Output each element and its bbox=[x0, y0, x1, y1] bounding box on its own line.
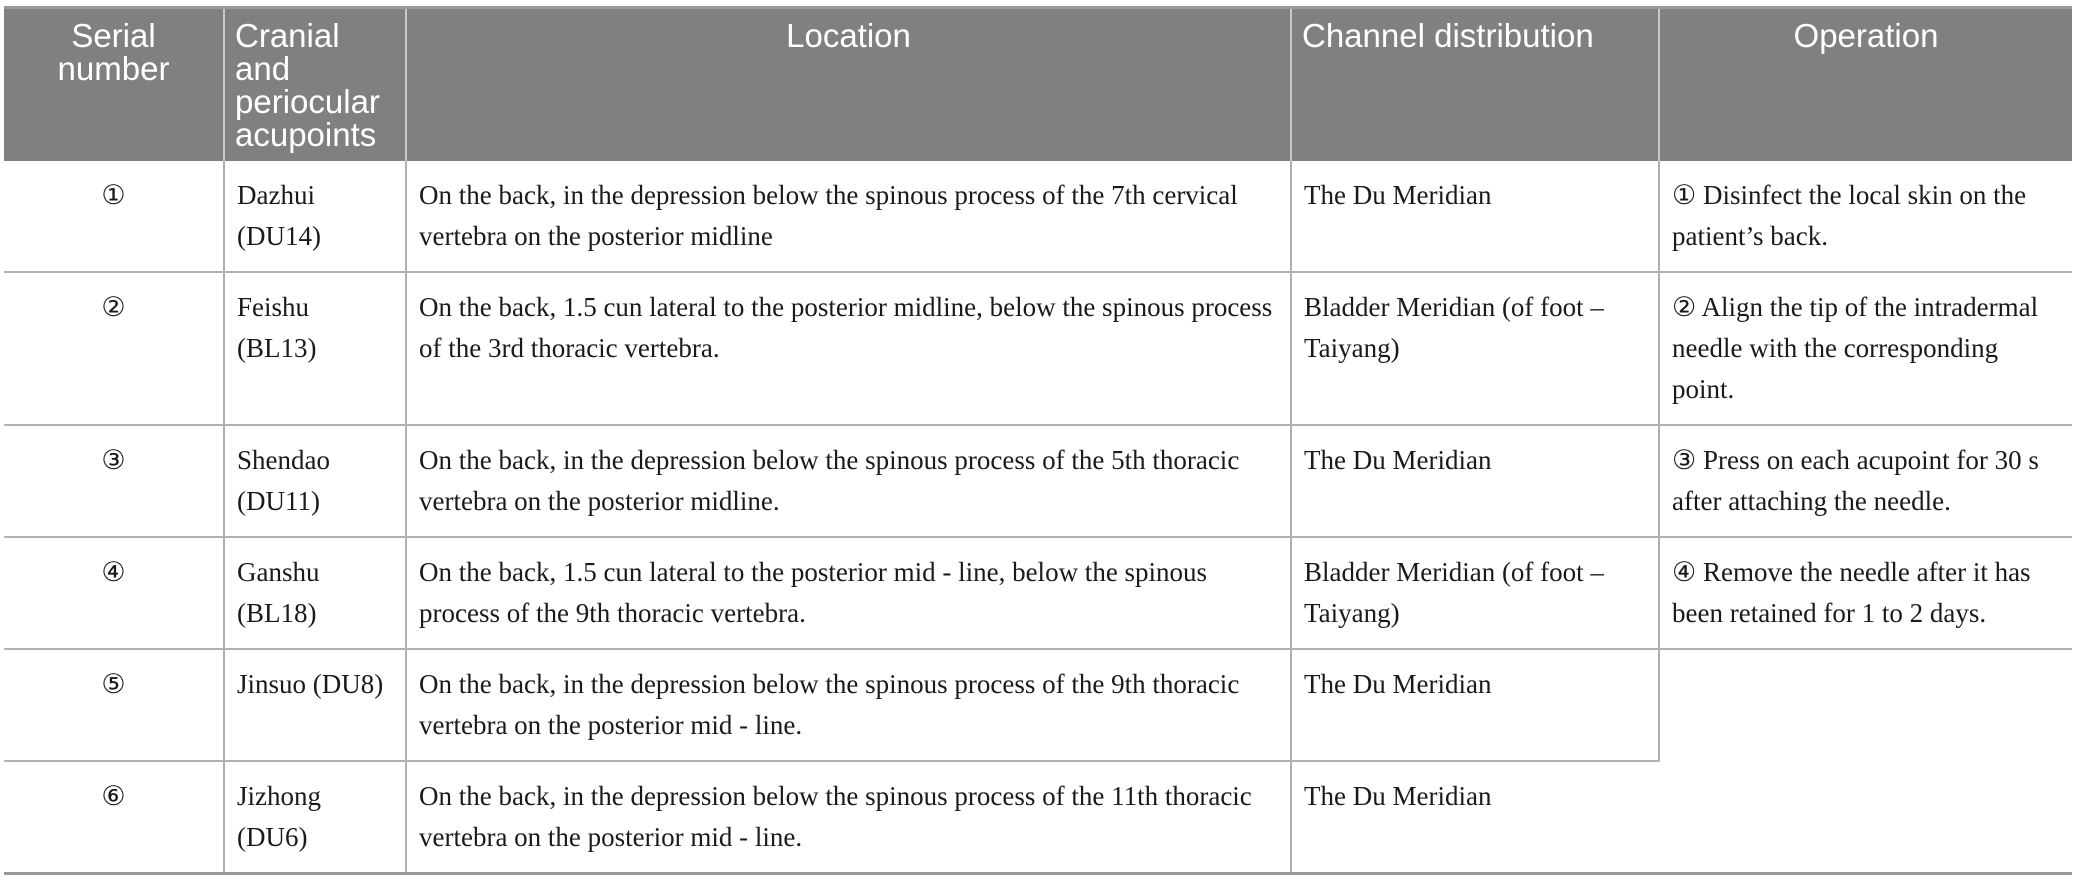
column-header-acupoints: Cranial and periocular acupoints bbox=[224, 7, 407, 161]
cell-operation: ④ Remove the needle after it has been re… bbox=[1659, 536, 2072, 650]
cell-channel-distribution: Bladder Meridian (of foot – Taiyang) bbox=[1291, 536, 1660, 650]
table-row: ④ Ganshu (BL18) On the back, 1.5 cun lat… bbox=[4, 536, 2072, 650]
cell-acupoint: Jinsuo (DU8) bbox=[224, 648, 407, 762]
header-row: Serial number Cranial and periocular acu… bbox=[4, 7, 2072, 161]
cell-serial-number: ④ bbox=[4, 536, 225, 650]
cell-channel-distribution: Bladder Meridian (of foot – Taiyang) bbox=[1291, 271, 1660, 426]
cell-location: On the back, in the depression below the… bbox=[406, 760, 1292, 874]
cell-acupoint: Feishu (BL13) bbox=[224, 271, 407, 426]
header-serial-line1: Serial bbox=[71, 17, 156, 54]
cell-location: On the back, in the depression below the… bbox=[406, 161, 1292, 273]
table-row: ⑤ Jinsuo (DU8) On the back, in the depre… bbox=[4, 648, 2072, 874]
header-acupoints-line2: periocular bbox=[235, 83, 380, 120]
cell-operation: ② Align the tip of the intradermal needl… bbox=[1659, 271, 2072, 426]
cell-serial-number: ⑥ bbox=[4, 760, 225, 874]
table-row: ③ Shendao (DU11) On the back, in the dep… bbox=[4, 424, 2072, 538]
cell-channel-distribution: The Du Meridian bbox=[1291, 424, 1660, 538]
cell-channel-distribution: The Du Meridian bbox=[1291, 760, 1659, 874]
table-row: ② Feishu (BL13) On the back, 1.5 cun lat… bbox=[4, 271, 2072, 426]
column-header-location: Location bbox=[406, 7, 1292, 161]
cell-location: On the back, 1.5 cun lateral to the post… bbox=[406, 536, 1292, 650]
cell-serial-number: ③ bbox=[4, 424, 225, 538]
header-acupoints-line3: acupoints bbox=[235, 116, 377, 153]
cell-channel-distribution: The Du Meridian bbox=[1291, 161, 1660, 273]
header-acupoints-line1: Cranial and bbox=[235, 17, 340, 87]
cell-operation: ① Disinfect the local skin on the patien… bbox=[1672, 180, 2027, 252]
cell-location: On the back, 1.5 cun lateral to the post… bbox=[406, 271, 1292, 426]
cell-acupoint: Jizhong (DU6) bbox=[224, 760, 407, 874]
table-row: ① Dazhui (DU14) On the back, in the depr… bbox=[4, 161, 2072, 273]
cell-serial-number: ① bbox=[4, 161, 225, 273]
cell-location: On the back, in the depression below the… bbox=[406, 648, 1292, 762]
column-header-operation: Operation bbox=[1659, 7, 2072, 161]
cell-serial-number: ② bbox=[4, 271, 225, 426]
acupoint-table: Serial number Cranial and periocular acu… bbox=[4, 6, 2072, 876]
header-serial-line2: number bbox=[57, 50, 170, 87]
cell-acupoint: Shendao (DU11) bbox=[224, 424, 407, 538]
cell-acupoint: Ganshu (BL18) bbox=[224, 536, 407, 650]
cell-operation: ③ Press on each acupoint for 30 s after … bbox=[1659, 424, 2072, 538]
cell-acupoint: Dazhui (DU14) bbox=[224, 161, 407, 273]
table-body: ① Dazhui (DU14) On the back, in the depr… bbox=[4, 161, 2072, 874]
column-header-serial-number: Serial number bbox=[4, 7, 225, 161]
cell-location: On the back, in the depression below the… bbox=[406, 424, 1292, 538]
cell-channel-distribution: The Du Meridian bbox=[1291, 648, 1660, 762]
table-header: Serial number Cranial and periocular acu… bbox=[4, 7, 2072, 161]
cell-serial-number: ⑤ bbox=[4, 648, 225, 762]
cell-operation-empty bbox=[1659, 648, 2072, 874]
column-header-channel-distribution: Channel distribution bbox=[1291, 7, 1660, 161]
